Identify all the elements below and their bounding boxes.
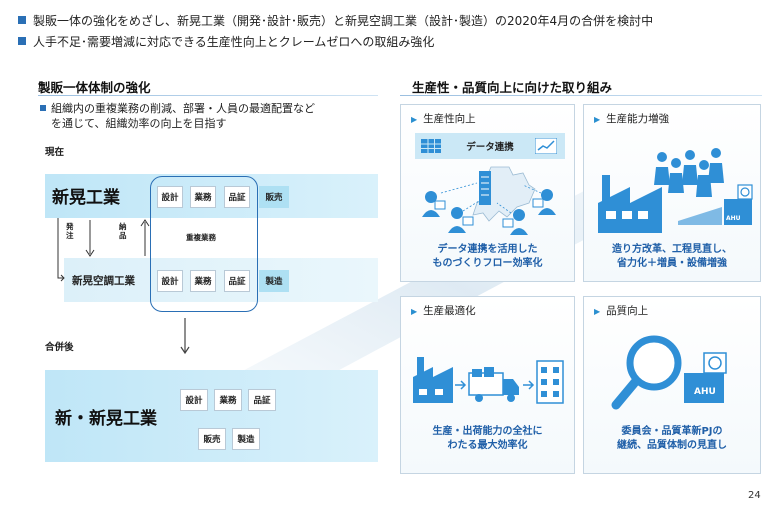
panel-capacity-caption-2: 省力化＋増員・設備増強 — [617, 257, 727, 269]
panel-capacity-caption-1: 造り方改革、工程見直し、 — [612, 244, 732, 255]
chart-icon — [535, 138, 557, 154]
left-section-rule — [38, 95, 378, 96]
delivery-label: 納品 — [119, 222, 127, 240]
factory-truck-icon — [413, 357, 564, 404]
merged-company-name: 新・新晃工業 — [55, 409, 157, 429]
ahu-label-2: AHU — [694, 387, 716, 397]
grid-icon — [421, 139, 441, 153]
page-number: 24 — [748, 490, 761, 501]
factory-workers-icon — [598, 148, 753, 233]
duplicate-frame — [150, 176, 258, 312]
panel-quality-caption-1: 委員会・品質革新PJの — [621, 426, 723, 437]
box-manufacturing-2: 製造 — [259, 270, 289, 292]
current-label: 現在 — [45, 147, 65, 158]
after-label: 合併後 — [45, 342, 74, 353]
data-link-label: データ連携 — [466, 142, 514, 153]
merge-arrow-icon — [180, 318, 190, 355]
merged-box-sales: 販売 — [198, 428, 226, 450]
panel-optimization: ▶生産最適化 生産・出荷能力の全社に わたる最大効率化 — [400, 296, 575, 474]
panel-capacity: ▶生産能力増強 AHU 造り方改革、工程見直し、 省力化＋増員・設備増強 — [583, 104, 761, 282]
merged-box-design: 設計 — [180, 389, 208, 411]
panel-quality-caption-2: 継続、品質体制の見直し — [617, 439, 727, 451]
panel-optimization-caption-1: 生産・出荷能力の全社に — [432, 426, 543, 437]
panel-productivity-caption-1: データ連携を活用した — [437, 244, 538, 255]
box-design-1: 設計 — [157, 186, 183, 208]
merged-box-quality: 品証 — [248, 389, 276, 411]
box-business-2: 業務 — [190, 270, 216, 292]
company2-name: 新晃空調工業 — [72, 275, 135, 287]
left-bullet: 組織内の重複業務の削減、部署・人員の最適配置など を通じて、組織効率の向上を目指… — [40, 101, 315, 132]
panel-productivity-title: 生産性向上 — [423, 113, 476, 125]
panel-quality: ▶品質向上 AHU 委員会・品質革新PJの 継続、品質体制の見直し — [583, 296, 761, 474]
merged-box-manufacturing: 製造 — [232, 428, 260, 450]
panel-capacity-title: 生産能力増強 — [606, 113, 670, 125]
box-design-2: 設計 — [157, 270, 183, 292]
duplicate-label: 重複業務 — [186, 233, 216, 242]
ahu-label-1: AHU — [726, 215, 741, 222]
box-sales-1: 販売 — [259, 186, 289, 208]
box-quality-1: 品証 — [224, 186, 250, 208]
left-section-title: 製販一体体制の強化 — [38, 80, 151, 95]
company1-name: 新晃工業 — [52, 188, 120, 208]
order-label: 発注 — [66, 222, 74, 240]
right-section-rule — [400, 95, 762, 96]
header-line-1: 製販一体の強化をめざし、新晃工業（開発･設計･販売）と新晃空調工業（設計･製造）… — [18, 12, 653, 29]
box-quality-2: 品証 — [224, 270, 250, 292]
company2-band — [64, 258, 378, 302]
panel-productivity-caption-2: ものづくりフロー効率化 — [432, 257, 543, 269]
flow-arrows — [57, 218, 150, 282]
box-business-1: 業務 — [190, 186, 216, 208]
right-section-title: 生産性・品質向上に向けた取り組み — [412, 80, 613, 95]
panel-optimization-caption-2: わたる最大効率化 — [447, 439, 528, 451]
header-line-2: 人手不足･需要増減に対応できる生産性向上とクレームゼロへの取組み強化 — [18, 33, 434, 50]
panel-quality-title: 品質向上 — [606, 305, 649, 317]
magnifier-icon — [611, 335, 727, 410]
panel-optimization-title: 生産最適化 — [423, 305, 476, 317]
panel-productivity: ▶生産性向上 データ連携 データ連携を活用した ものづくりフロー効率化 — [400, 104, 575, 282]
people-network-icon — [422, 166, 556, 235]
merged-box-business: 業務 — [214, 389, 242, 411]
